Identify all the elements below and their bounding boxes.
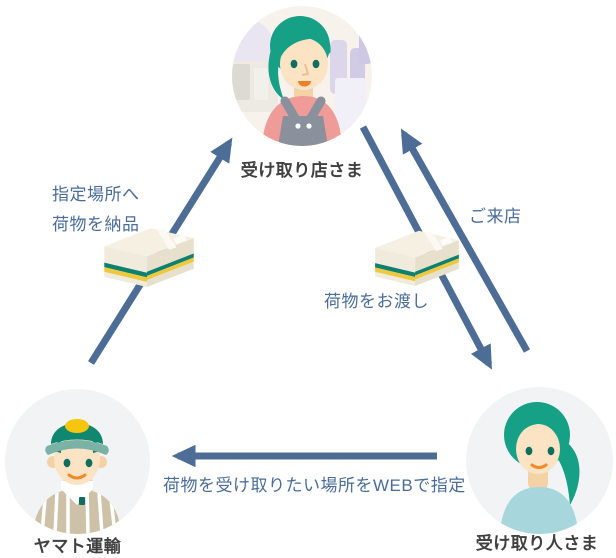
package-box-right: [375, 230, 459, 286]
edge-label-deliver-line1: 指定場所へ: [52, 185, 140, 204]
recipient-illustration: [466, 387, 613, 534]
package-box-left: [104, 228, 194, 287]
arrow-visit-store: [400, 128, 531, 353]
node-label-store: 受け取り店さま: [240, 161, 364, 180]
package-icon: [102, 224, 196, 292]
node-label-recipient: 受け取り人さま: [475, 534, 599, 553]
package-icon: [373, 227, 461, 291]
store-clerk-illustration: [232, 6, 372, 146]
edge-label-visit: ご来店: [469, 207, 522, 226]
node-label-carrier: ヤマト運輸: [33, 537, 122, 556]
delivery-driver-illustration: [5, 389, 150, 534]
delivery-driver-avatar: [5, 389, 150, 534]
recipient-avatar: [466, 387, 613, 534]
edge-label-deliver: 指定場所へ 荷物を納品: [52, 180, 140, 240]
edge-label-web-request: 荷物を受け取りたい場所をWEBで指定: [163, 476, 466, 495]
store-clerk-avatar: [232, 6, 372, 146]
edge-label-deliver-line2: 荷物を納品: [52, 215, 140, 234]
edge-label-handover: 荷物をお渡し: [324, 292, 429, 311]
